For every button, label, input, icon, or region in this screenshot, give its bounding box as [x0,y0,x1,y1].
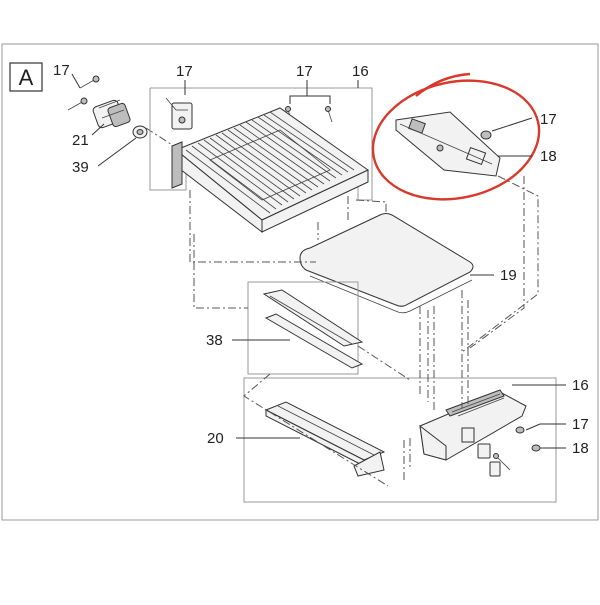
fan-end-plate [171,141,183,189]
panel-letter: A [19,65,34,90]
leader-39 [97,137,137,167]
end-plate-upper [395,111,501,177]
screw-pair-top-left [67,73,100,111]
callout-39: 39 [72,159,89,176]
fan-inner-frame [209,129,331,201]
callout-19: 19 [500,267,517,284]
callout-17-right: 17 [540,111,557,128]
callout-21: 21 [72,132,89,149]
support-bar-20 [264,401,386,477]
screw-plate-upper [480,130,492,140]
group-box-bottom [243,377,557,503]
diagram-border [1,43,599,521]
callout-16-top: 16 [352,63,369,80]
filter-pad [299,213,474,314]
callout-17-top-b: 17 [296,63,313,80]
end-plate-lower [419,389,527,461]
screws-lower [477,426,541,477]
red-highlight-stroke [415,72,471,97]
assembly-guide-lines [189,175,539,487]
callout-18-right: 18 [540,148,557,165]
callout-38: 38 [206,332,223,349]
bracket-rail-38 [262,289,364,369]
group-box-38 [247,281,359,375]
fan-frame-assembly [171,107,369,234]
callout-17-bottom: 17 [572,416,589,433]
callout-16-bottom: 16 [572,377,589,394]
callout-17-top-left: 17 [53,62,70,79]
end-plate-lower-fins [451,393,505,417]
leader-17-right [491,117,533,132]
red-highlight-circle [371,79,541,201]
small-bracket-top [165,97,193,130]
leader-21 [91,123,105,136]
leader-17-top-b-branch [289,95,331,104]
fan-fins [185,111,355,214]
callout-17-top-a: 17 [176,63,193,80]
leader-17-bottom [525,423,566,431]
callout-18-bottom: 18 [572,440,589,457]
callout-20: 20 [207,430,224,447]
panel-letter-box [9,62,43,92]
gear-39 [132,125,148,139]
motor-assembly [92,99,131,129]
